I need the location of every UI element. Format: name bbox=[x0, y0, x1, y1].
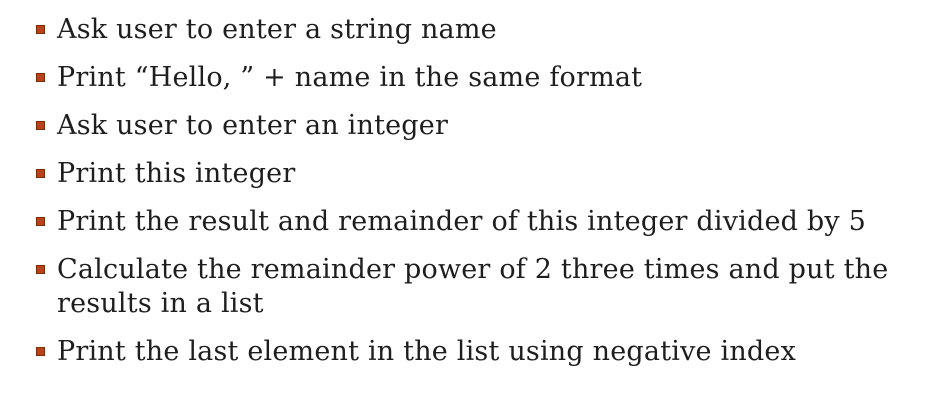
bullet-square-icon bbox=[36, 121, 45, 130]
bullet-square-icon bbox=[36, 169, 45, 178]
list-item: Ask user to enter a string name bbox=[0, 13, 909, 47]
list-item: Print the result and remainder of this i… bbox=[0, 205, 909, 239]
bullet-text: Print the result and remainder of this i… bbox=[57, 206, 867, 237]
bullet-text: Print the last element in the list using… bbox=[57, 336, 797, 367]
bullet-square-icon bbox=[36, 265, 45, 274]
bullet-square-icon bbox=[36, 347, 45, 356]
bullet-text: Ask user to enter a string name bbox=[57, 14, 497, 45]
list-item: Print “Hello, ” + name in the same forma… bbox=[0, 61, 909, 95]
bullet-square-icon bbox=[36, 73, 45, 82]
bullet-text: Print this integer bbox=[57, 158, 296, 189]
bullet-square-icon bbox=[36, 217, 45, 226]
list-item: Calculate the remainder power of 2 three… bbox=[0, 253, 909, 321]
bullet-list: Ask user to enter a string name Print “H… bbox=[0, 13, 909, 369]
bullet-square-icon bbox=[36, 25, 45, 34]
list-item: Print the last element in the list using… bbox=[0, 335, 909, 369]
bullet-text: Print “Hello, ” + name in the same forma… bbox=[57, 62, 643, 93]
list-item: Ask user to enter an integer bbox=[0, 109, 909, 143]
list-item: Print this integer bbox=[0, 157, 909, 191]
bullet-text: Ask user to enter an integer bbox=[57, 110, 449, 141]
bullet-text: Calculate the remainder power of 2 three… bbox=[57, 254, 889, 319]
